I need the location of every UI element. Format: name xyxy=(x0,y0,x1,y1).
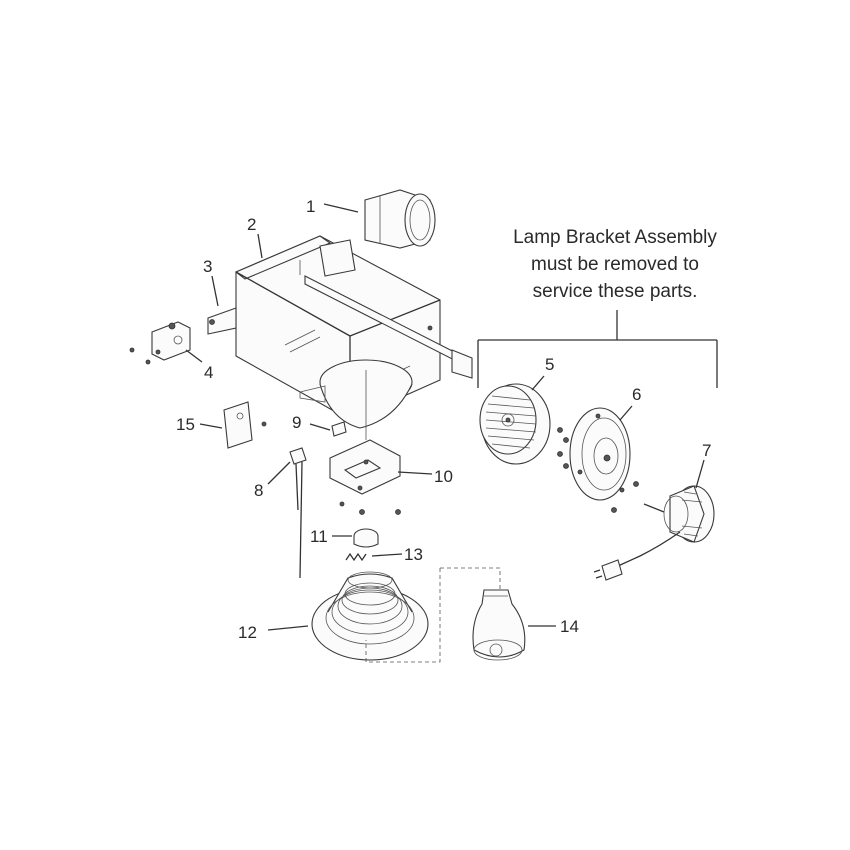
callout-line-3: service these parts. xyxy=(532,281,698,302)
part-13-spring xyxy=(345,552,367,562)
part-label-1: 1 xyxy=(306,197,315,216)
lamp-reflector xyxy=(299,359,413,440)
callout-bracket xyxy=(477,310,718,388)
part-label-13: 13 xyxy=(404,545,423,564)
callout-line-2: must be removed to xyxy=(531,254,699,275)
part-8-bulb-holder xyxy=(289,447,307,579)
part-label-11: 11 xyxy=(310,527,328,546)
part-label-10: 10 xyxy=(434,467,453,486)
part-10-lamp-bracket xyxy=(329,439,401,515)
part-11-lamp-socket xyxy=(353,528,379,548)
part-label-4: 4 xyxy=(204,363,213,382)
part-9-clip xyxy=(331,421,347,437)
part-5-blower-wheel xyxy=(479,383,551,465)
part-label-12: 12 xyxy=(238,623,257,642)
part-12-trim-ring xyxy=(311,571,429,661)
part-15-plate xyxy=(223,401,267,449)
part-6-mounting-plate xyxy=(569,407,639,513)
assembly-guide-dashed xyxy=(365,567,501,663)
callout-line-1: Lamp Bracket Assembly xyxy=(513,227,717,248)
part-1-duct-connector xyxy=(364,189,436,249)
part-label-9: 9 xyxy=(292,413,301,432)
lamp-bracket-callout: Lamp Bracket Assembly must be removed to… xyxy=(470,224,760,305)
part-label-15: 15 xyxy=(176,415,195,434)
part-label-3: 3 xyxy=(203,257,212,276)
leader-lines xyxy=(185,203,705,631)
part-label-7: 7 xyxy=(702,441,711,460)
part-number-labels: 1 2 3 4 5 6 7 8 9 10 11 12 13 14 15 xyxy=(176,197,711,642)
part-label-6: 6 xyxy=(632,385,641,404)
part-label-5: 5 xyxy=(545,355,554,374)
part-14-bulb xyxy=(472,589,526,661)
motor-plate-screws xyxy=(557,427,569,469)
part-4-junction-bracket xyxy=(129,321,191,365)
part-label-2: 2 xyxy=(247,215,256,234)
part-label-14: 14 xyxy=(560,617,579,636)
part-label-8: 8 xyxy=(254,481,263,500)
part-7-motor xyxy=(593,485,715,581)
part-3-mounting-rail xyxy=(207,275,473,379)
